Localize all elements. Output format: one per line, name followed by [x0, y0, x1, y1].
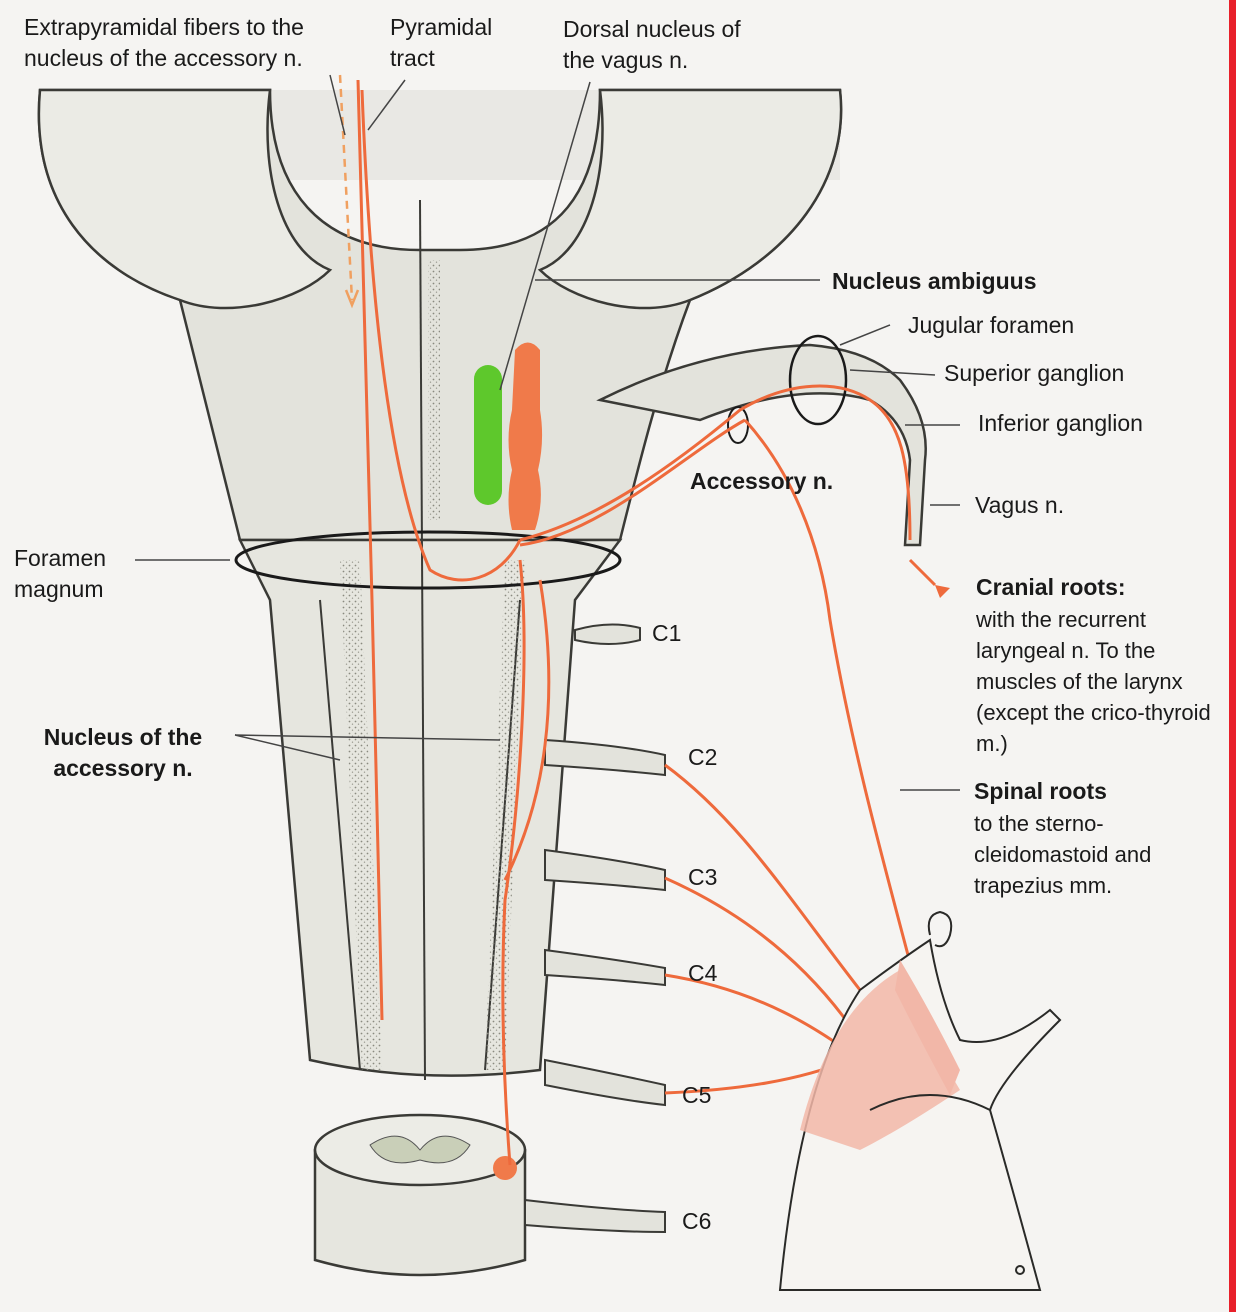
label-c1: C1 — [652, 618, 681, 649]
label-dorsal-nucleus: Dorsal nucleus of the vagus n. — [563, 14, 753, 76]
label-c3: C3 — [688, 862, 717, 893]
label-jugular-foramen: Jugular foramen — [908, 310, 1074, 341]
stipple-column — [428, 260, 440, 520]
label-superior-ganglion: Superior ganglion — [944, 358, 1124, 389]
label-foramen-magnum: Foramen magnum — [14, 543, 124, 605]
cranial-roots-arrow — [935, 585, 950, 598]
accent-bar — [1229, 0, 1236, 1312]
label-c6: C6 — [682, 1206, 711, 1237]
label-spinal-roots-desc: to the sterno-cleidomastoid and trapeziu… — [974, 808, 1214, 901]
dorsal-nucleus-vagus — [474, 365, 502, 505]
label-vagus-n: Vagus n. — [975, 490, 1064, 521]
label-nucleus-accessory: Nucleus of the accessory n. — [28, 722, 218, 784]
label-accessory-n: Accessory n. — [690, 466, 833, 497]
label-pyramidal-tract: Pyramidal tract — [390, 12, 520, 74]
label-extrapyramidal: Extrapyramidal fibers to the nucleus of … — [24, 12, 374, 74]
label-spinal-roots-title: Spinal roots — [974, 776, 1107, 807]
label-c5: C5 — [682, 1080, 711, 1111]
label-cranial-roots-desc: with the recurrent laryngeal n. To the m… — [976, 604, 1228, 759]
spinal-cord — [240, 540, 620, 1076]
label-inferior-ganglion: Inferior ganglion — [978, 408, 1143, 439]
label-nucleus-ambiguus: Nucleus ambiguus — [832, 266, 1036, 297]
neck-shoulder — [780, 912, 1060, 1290]
label-c2: C2 — [688, 742, 717, 773]
label-c4: C4 — [688, 958, 717, 989]
cord-cross-section — [315, 1115, 525, 1275]
label-cranial-roots-title: Cranial roots: — [976, 572, 1126, 603]
